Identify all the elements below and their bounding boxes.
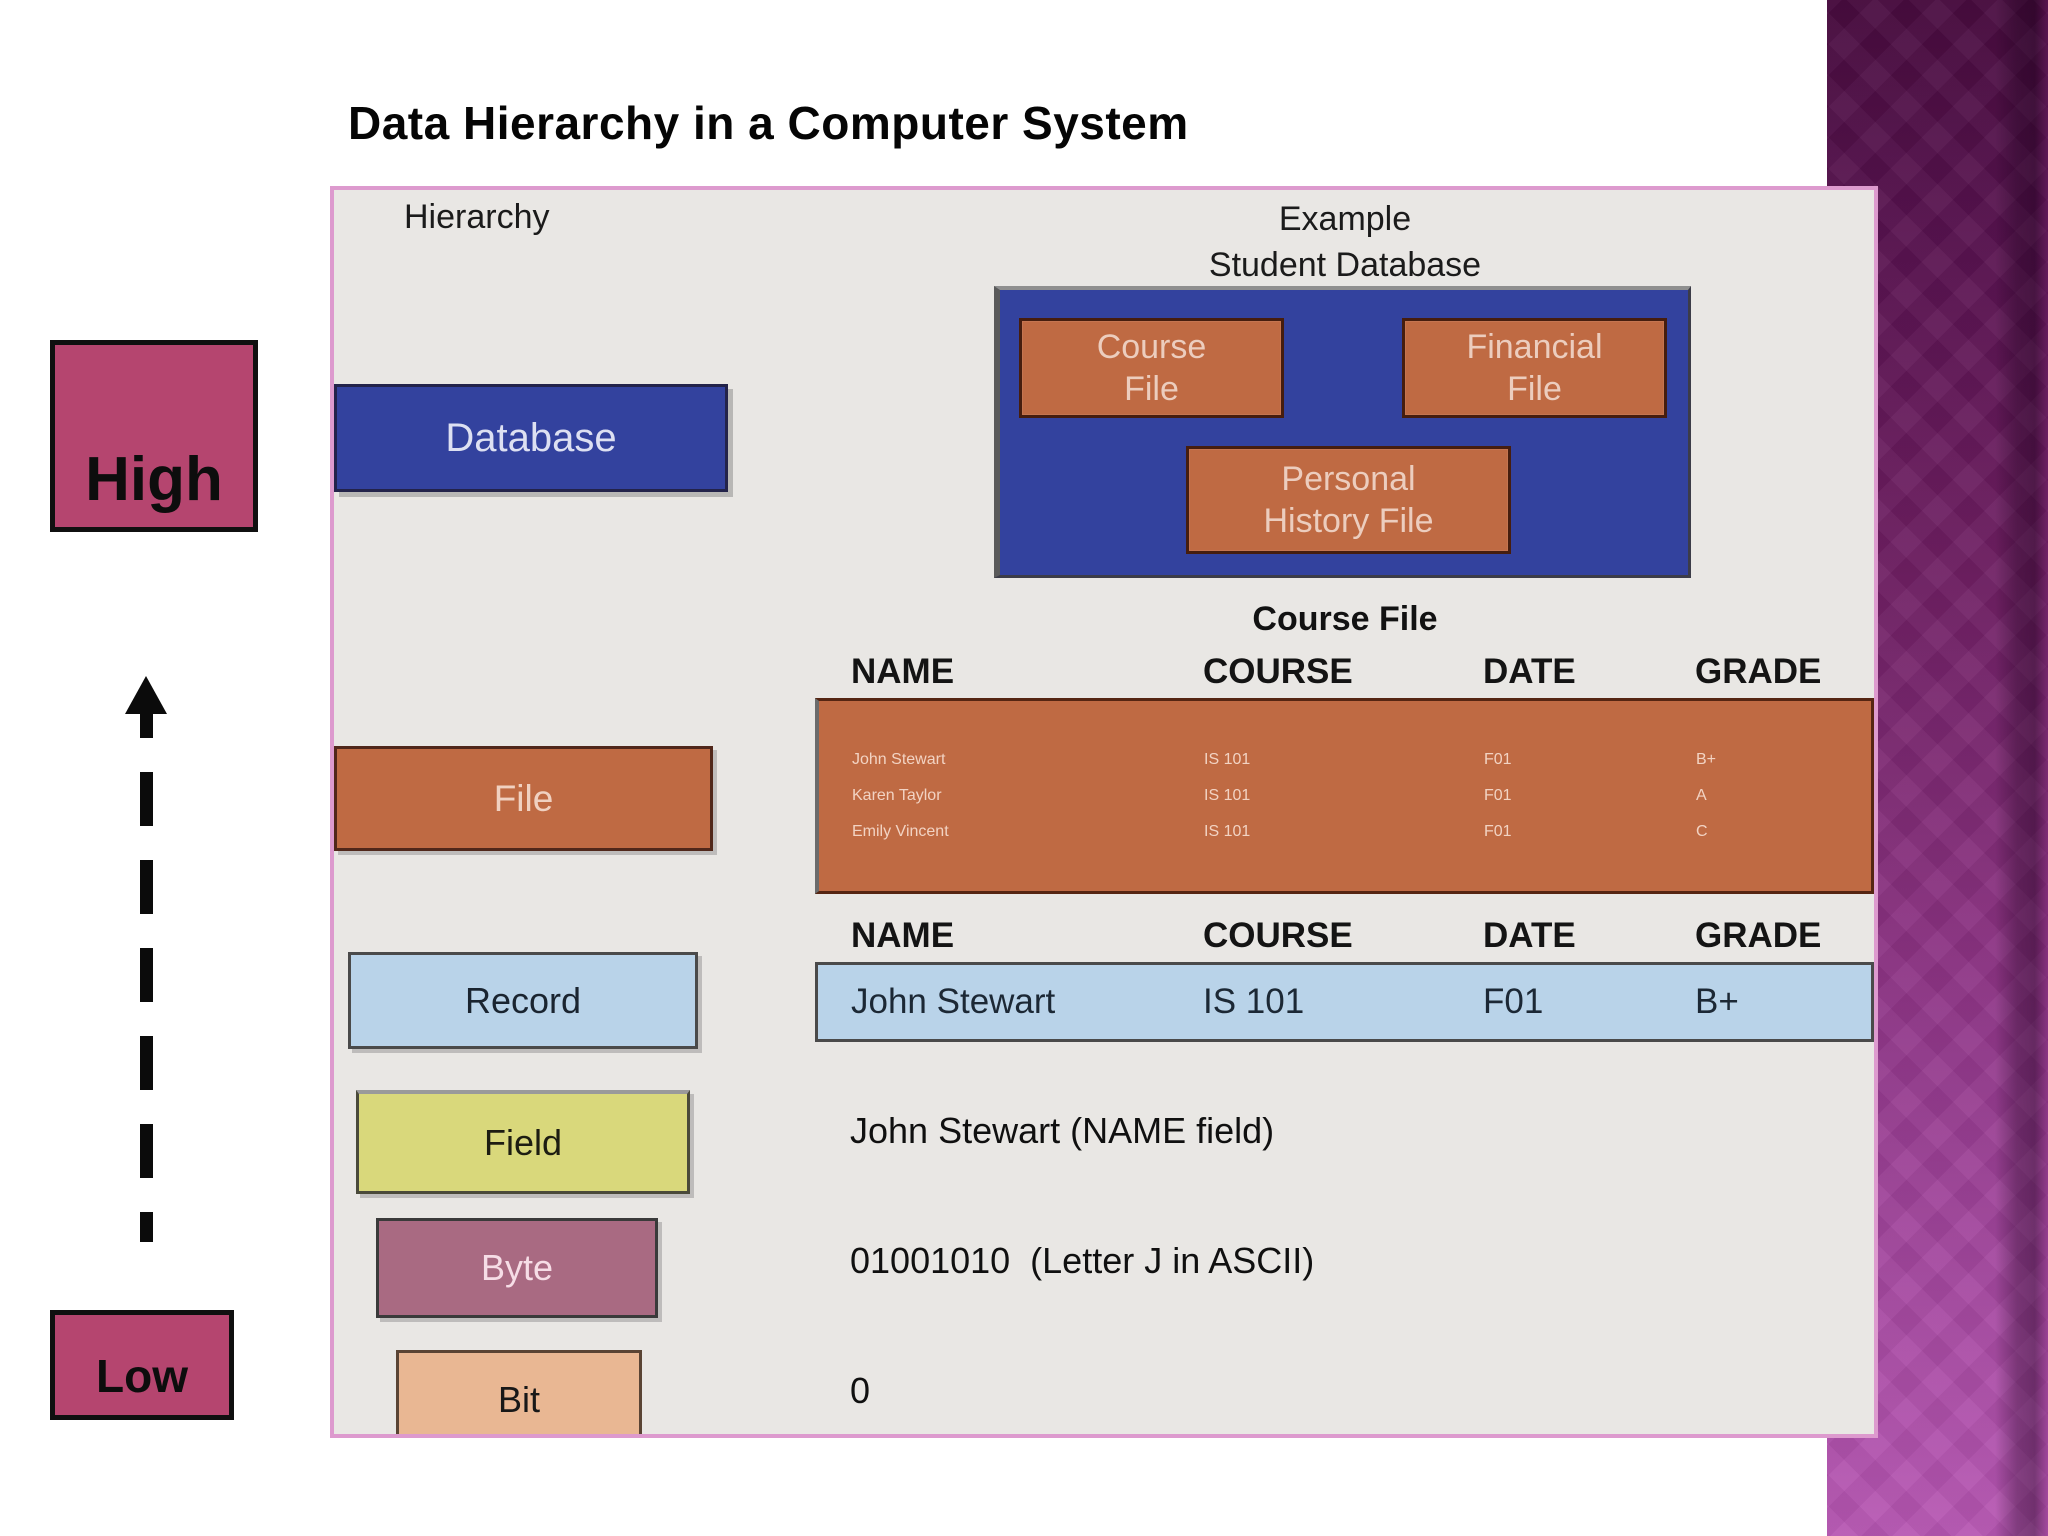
arrow-dash xyxy=(139,772,153,826)
level-box-record: Record xyxy=(348,952,698,1049)
cell-name: John Stewart xyxy=(852,751,946,768)
arrow-dash xyxy=(139,1212,153,1242)
course-file-line1: Course xyxy=(1096,328,1207,366)
level-box-byte: Byte xyxy=(376,1218,658,1318)
hierarchy-heading: Hierarchy xyxy=(404,198,550,236)
course-file-table-header: NAME COURSE DATE GRADE xyxy=(815,652,1874,692)
personal-history-file-box: Personal History File xyxy=(1186,446,1511,554)
header-grade: GRADE xyxy=(1695,652,1822,691)
level-box-file: File xyxy=(334,746,713,851)
personal-history-line2: History File xyxy=(1263,502,1434,540)
high-label: High xyxy=(85,445,223,514)
course-file-line2: File xyxy=(1124,370,1179,408)
arrow-dash xyxy=(139,948,153,1002)
level-box-field: Field xyxy=(356,1090,690,1194)
cell-grade: A xyxy=(1696,787,1707,804)
arrow-dash xyxy=(139,1036,153,1090)
header-course: COURSE xyxy=(1203,916,1353,955)
header-name: NAME xyxy=(851,916,955,955)
database-label: Database xyxy=(445,415,617,460)
cell-course: IS 101 xyxy=(1204,787,1251,804)
data-hierarchy-panel: Hierarchy Example Student Database Cours… xyxy=(330,186,1878,1438)
header-grade: GRADE xyxy=(1695,916,1822,955)
example-heading-line1: Example xyxy=(1278,200,1412,238)
table-row: John Stewart IS 101 F01 B+ xyxy=(819,751,1871,769)
field-label: Field xyxy=(483,1121,563,1163)
cell-date: F01 xyxy=(1484,751,1512,768)
arrow-head-icon xyxy=(125,676,167,714)
up-arrow xyxy=(124,676,168,1242)
student-database-container: Course File Financial File Personal Hist… xyxy=(994,286,1691,578)
file-label: File xyxy=(493,777,554,819)
cell-grade: B+ xyxy=(1696,751,1717,768)
header-name: NAME xyxy=(851,652,955,691)
cell-name: Emily Vincent xyxy=(852,823,949,840)
field-example-text: John Stewart (NAME field) xyxy=(850,1110,1275,1151)
cell-grade: C xyxy=(1696,823,1708,840)
level-box-database: Database xyxy=(334,384,728,492)
example-heading-line2: Student Database xyxy=(1208,246,1482,284)
financial-file-line2: File xyxy=(1507,370,1562,408)
cell-date: F01 xyxy=(1484,787,1512,804)
table-row: Karen Taylor IS 101 F01 A xyxy=(819,787,1871,805)
arrow-stub xyxy=(139,714,153,738)
cell-date: F01 xyxy=(1484,823,1512,840)
byte-example-text: 01001010 (Letter J in ASCII) xyxy=(850,1240,1315,1281)
record-row: John Stewart IS 101 F01 B+ xyxy=(815,962,1874,1042)
personal-history-line1: Personal xyxy=(1281,460,1416,498)
slide-title: Data Hierarchy in a Computer System xyxy=(348,97,1189,149)
level-box-bit: Bit xyxy=(396,1350,642,1434)
course-file-data-box: John Stewart IS 101 F01 B+ Karen Taylor … xyxy=(815,698,1874,894)
header-course: COURSE xyxy=(1203,652,1353,691)
table-row: Emily Vincent IS 101 F01 C xyxy=(819,823,1871,841)
byte-label: Byte xyxy=(480,1247,554,1288)
bit-label: Bit xyxy=(497,1379,540,1420)
cell-course: IS 101 xyxy=(1203,982,1305,1021)
record-label: Record xyxy=(464,979,582,1021)
course-file-caption: Course File xyxy=(1252,600,1438,638)
header-date: DATE xyxy=(1483,652,1576,691)
arrow-dash xyxy=(139,1124,153,1178)
cell-date: F01 xyxy=(1483,982,1544,1021)
cell-course: IS 101 xyxy=(1204,751,1251,768)
financial-file-line1: Financial xyxy=(1466,328,1603,366)
header-date: DATE xyxy=(1483,916,1576,955)
cell-name: Karen Taylor xyxy=(852,787,942,804)
bit-example-text: 0 xyxy=(850,1370,871,1411)
cell-name: John Stewart xyxy=(851,982,1056,1021)
course-file-box: Course File xyxy=(1019,318,1284,418)
record-table-header: NAME COURSE DATE GRADE xyxy=(815,916,1874,956)
low-label: Low xyxy=(96,1350,188,1402)
high-box: High xyxy=(50,340,258,532)
example-heading: Example Student Database xyxy=(1145,196,1545,288)
cell-course: IS 101 xyxy=(1204,823,1251,840)
cell-grade: B+ xyxy=(1695,982,1739,1021)
financial-file-box: Financial File xyxy=(1402,318,1667,418)
low-box: Low xyxy=(50,1310,234,1420)
arrow-dash xyxy=(139,860,153,914)
